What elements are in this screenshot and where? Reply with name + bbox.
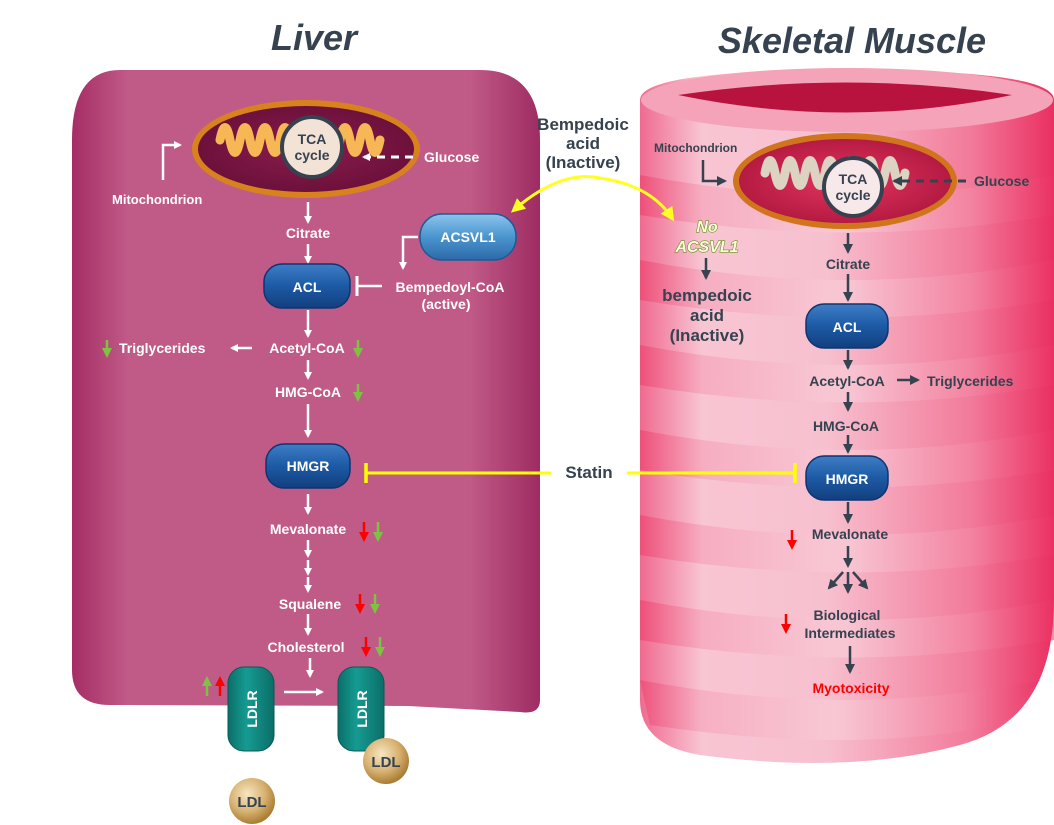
muscle-hmgr-enzyme: HMGR	[805, 455, 889, 501]
liver-glucose-label: Glucose	[424, 149, 479, 165]
ldl-bound-label: LDL	[371, 754, 400, 771]
ldlr-receptor-right: LDLR	[337, 666, 385, 752]
ldl-free-label: LDL	[237, 794, 266, 811]
muscle-mitochondrion-pointer-arrow	[701, 160, 727, 186]
no-acsvl1-label-2: ACSVL1	[674, 239, 738, 256]
liver-hmg-coa-label: HMG-CoA	[275, 384, 341, 400]
ldl-particle-free: LDL	[229, 778, 275, 824]
liver-hmgr-label: HMGR	[287, 458, 330, 474]
muscle-cylinder-opening	[678, 82, 1012, 113]
muscle-hmgr-label: HMGR	[826, 471, 869, 487]
liver-acsvl1-enzyme: ACSVL1	[419, 213, 517, 261]
muscle-fiber-band	[640, 345, 1054, 403]
muscle-triglycerides-label: Triglycerides	[927, 373, 1014, 389]
liver-mevalonate-label: Mevalonate	[270, 521, 346, 537]
liver-tca-label-1: TCA	[298, 131, 327, 147]
muscle-tca-label-2: cycle	[835, 187, 870, 203]
muscle-acl-enzyme: ACL	[805, 303, 889, 349]
ldlr-receptor-left: LDLR	[227, 666, 275, 752]
muscle-acl-label: ACL	[833, 319, 862, 335]
liver-squalene-label: Squalene	[279, 596, 341, 612]
muscle-fiber-band	[640, 600, 1054, 658]
liver-acl-enzyme: ACL	[263, 263, 351, 309]
liver-indicators	[102, 340, 385, 696]
muscle-acetyl-coa-label: Acetyl-CoA	[809, 373, 884, 389]
muscle-mitochondrion-label: Mitochondrion	[654, 141, 737, 155]
liver-mitochondrion-pointer-arrow	[161, 141, 182, 180]
muscle-branch-arrow-right	[852, 571, 869, 590]
liver-title: Liver	[271, 17, 359, 58]
bempedoic-acid-label-3: (Inactive)	[546, 153, 621, 172]
liver-mitochondrion-label: Mitochondrion	[112, 192, 202, 207]
ldlr-right-label: LDLR	[354, 690, 370, 727]
bempedoic-acid-label-2: acid	[566, 134, 600, 153]
liver-acl-label: ACL	[293, 279, 322, 295]
bempedoic-to-muscle-arrow	[599, 176, 675, 222]
muscle-bempedoic-label-2: acid	[690, 306, 724, 325]
liver-tca-label-2: cycle	[294, 147, 329, 163]
myotoxicity-label: Myotoxicity	[812, 680, 889, 696]
muscle-bempedoic-label-3: (Inactive)	[670, 326, 745, 345]
acsvl1-to-bempedoyl-arrow	[399, 235, 418, 270]
ldlr-left-label: LDLR	[244, 690, 260, 727]
muscle-cylinder-body	[640, 70, 1054, 763]
muscle-bempedoic-label-1: bempedoic	[662, 286, 752, 305]
skeletal-muscle-title: Skeletal Muscle	[718, 20, 986, 61]
muscle-tca-label-1: TCA	[839, 171, 868, 187]
bempedoic-acid-label-1: Bempedoic	[537, 115, 629, 134]
bempedoyl-coa-active-label: (active)	[421, 296, 470, 312]
muscle-tca-cycle-circle	[822, 156, 884, 218]
muscle-biological-label-2: Intermediates	[804, 625, 895, 641]
liver-tca-cycle-circle	[280, 115, 344, 179]
muscle-mitochondrion: TCA cycle	[733, 133, 957, 229]
liver-citrate-label: Citrate	[286, 225, 331, 241]
muscle-hmg-coa-label: HMG-CoA	[813, 418, 879, 434]
bempedoic-to-liver-arrow	[510, 175, 601, 213]
liver-triglycerides-label: Triglycerides	[119, 340, 206, 356]
bempedoyl-coa-label: Bempedoyl-CoA	[396, 279, 505, 295]
statin-label: Statin	[565, 463, 612, 482]
liver-acetyl-coa-label: Acetyl-CoA	[269, 340, 344, 356]
muscle-branch-arrow-left	[827, 571, 844, 590]
no-acsvl1-label-1: No	[696, 219, 718, 236]
muscle-mevalonate-label: Mevalonate	[812, 526, 888, 542]
liver-mitochondrion: TCA cycle	[192, 100, 420, 198]
liver-acsvl1-label: ACSVL1	[440, 229, 495, 245]
liver-cholesterol-label: Cholesterol	[267, 639, 344, 655]
muscle-glucose-label: Glucose	[974, 173, 1029, 189]
muscle-fiber-band	[640, 515, 1054, 573]
muscle-fiber-band	[640, 680, 1040, 740]
liver-hmgr-enzyme: HMGR	[265, 443, 351, 489]
muscle-biological-label-1: Biological	[814, 607, 881, 623]
ldl-particle-bound: LDL	[363, 738, 409, 784]
muscle-citrate-label: Citrate	[826, 256, 871, 272]
